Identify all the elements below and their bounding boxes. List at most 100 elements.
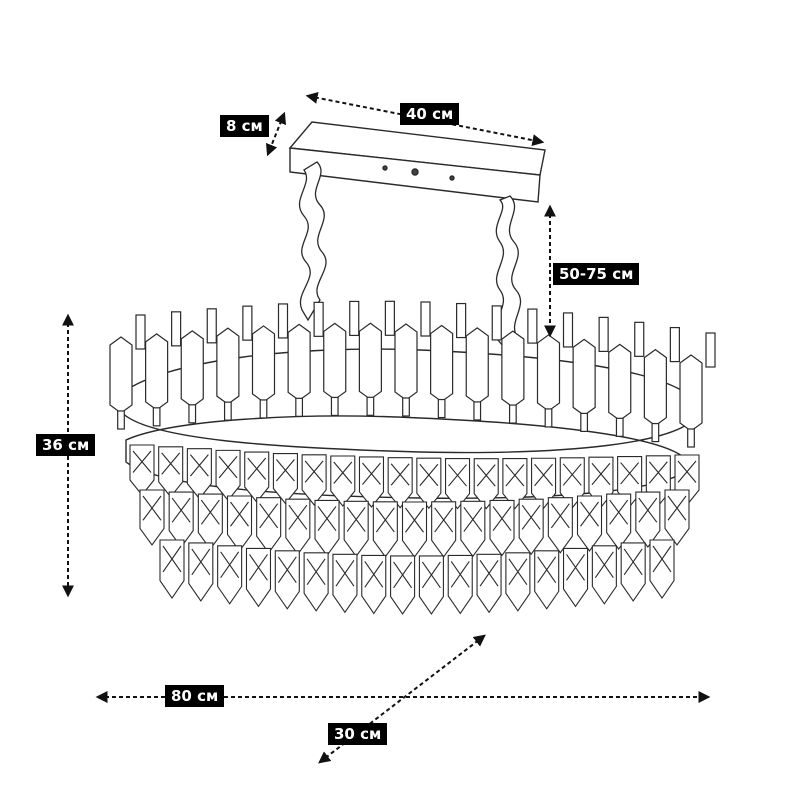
crystal-facet bbox=[652, 545, 672, 573]
crystal-facet bbox=[479, 560, 499, 587]
crystal-drop bbox=[186, 448, 212, 500]
crystal-prism bbox=[251, 303, 289, 419]
upper-crystal-tier bbox=[109, 300, 716, 448]
crystal-drop bbox=[620, 542, 646, 602]
crystal-drop bbox=[217, 545, 243, 605]
crystal-facet bbox=[335, 560, 355, 587]
crystal-facet bbox=[421, 561, 441, 589]
crystal-drop bbox=[431, 501, 457, 558]
crystal-facet bbox=[317, 506, 337, 531]
crystal-drop bbox=[606, 493, 632, 551]
crystal-drop bbox=[244, 451, 270, 503]
crystal-facet bbox=[534, 463, 554, 487]
crystal-drop bbox=[226, 495, 253, 552]
crystal-drop bbox=[343, 500, 369, 558]
crystal-facet bbox=[448, 464, 467, 487]
crystal-prism bbox=[430, 302, 467, 419]
crystal-facet bbox=[505, 464, 525, 487]
crystal-drop bbox=[168, 491, 194, 549]
crystal-facet bbox=[667, 495, 687, 521]
crystal-facet bbox=[405, 507, 424, 533]
crystal-facet bbox=[550, 503, 570, 529]
canopy-plate bbox=[288, 121, 546, 203]
crystal-prism bbox=[536, 312, 574, 428]
crystal-prism bbox=[608, 321, 645, 437]
crystal-drop bbox=[330, 455, 356, 507]
crystal-drop bbox=[215, 449, 241, 502]
crystal-facet bbox=[333, 461, 353, 484]
crystal-facet bbox=[132, 450, 152, 473]
crystal-facet bbox=[463, 506, 483, 532]
crystal-facet bbox=[521, 504, 541, 530]
crystal-prism bbox=[109, 314, 146, 430]
crystal-prism bbox=[287, 301, 324, 417]
canopy-width-label: 40 см bbox=[400, 103, 460, 125]
crystal-drop bbox=[591, 545, 617, 605]
crystal-facet bbox=[566, 554, 585, 581]
crystal-drop bbox=[285, 498, 311, 556]
crystal-facet bbox=[562, 463, 582, 486]
suspension-length-label: 50-75 см bbox=[553, 263, 640, 285]
crystal-facet bbox=[346, 506, 366, 532]
crystal-drop bbox=[139, 489, 165, 546]
crystal-drop bbox=[332, 553, 358, 614]
crystal-facet bbox=[306, 558, 326, 585]
crystal-facet bbox=[259, 503, 279, 529]
canopy-depth-label: 8 см bbox=[220, 115, 269, 137]
crystal-drop bbox=[303, 552, 329, 612]
crystal-facet bbox=[189, 454, 209, 477]
crystal-drop bbox=[416, 457, 442, 510]
crystal-facet bbox=[450, 561, 470, 588]
crystal-facet bbox=[375, 507, 395, 533]
crystal-facet bbox=[191, 548, 211, 576]
crystal-drop bbox=[314, 499, 340, 557]
crystal-drop bbox=[358, 456, 385, 508]
crystal-drop bbox=[418, 555, 444, 615]
body-width-label: 30 см bbox=[328, 723, 388, 745]
crystal-facet bbox=[275, 459, 295, 482]
crystal-drop bbox=[361, 554, 387, 615]
crystal-drop bbox=[576, 495, 603, 552]
crystal-facet bbox=[492, 506, 512, 531]
body-length-label: 80 см bbox=[165, 685, 225, 707]
crystal-facet bbox=[277, 556, 297, 583]
crystal-facet bbox=[218, 456, 238, 479]
crystal-facet bbox=[304, 460, 324, 483]
crystal-drop bbox=[664, 489, 690, 546]
crystal-facet bbox=[161, 452, 181, 475]
crystal-facet bbox=[390, 463, 410, 486]
crystal-drop bbox=[562, 547, 589, 608]
crystal-drop bbox=[387, 457, 413, 509]
crystal-facet bbox=[200, 499, 220, 525]
crystal-drop bbox=[129, 444, 155, 496]
crystal-drop bbox=[274, 550, 300, 610]
crystal-facet bbox=[434, 507, 454, 533]
crystal-prism bbox=[180, 308, 217, 424]
crystal-drop bbox=[447, 554, 473, 615]
crystal-prism bbox=[679, 332, 716, 448]
crystal-facet bbox=[591, 462, 611, 486]
crystal-facet bbox=[508, 558, 528, 585]
crystal-facet bbox=[537, 556, 557, 583]
crystal-drop bbox=[534, 550, 560, 610]
crystal-facet bbox=[247, 457, 267, 480]
crystal-facet bbox=[638, 497, 658, 523]
crystal-facet bbox=[230, 501, 249, 527]
crystal-facet bbox=[171, 497, 191, 523]
crystal-prism bbox=[501, 308, 538, 424]
crystal-facet bbox=[594, 551, 614, 578]
crystal-drop bbox=[505, 552, 531, 612]
crystal-drop bbox=[547, 497, 573, 554]
crystal-drop bbox=[390, 555, 416, 615]
crystal-drop bbox=[188, 542, 214, 602]
crystal-facet bbox=[249, 554, 268, 581]
crystal-drop bbox=[372, 501, 398, 558]
crystal-prism bbox=[323, 300, 360, 417]
lower-crystal-tier bbox=[129, 444, 700, 615]
crystal-prism bbox=[572, 316, 609, 433]
crystal-facet bbox=[580, 501, 599, 527]
crystal-prism bbox=[216, 305, 253, 421]
crystal-drop bbox=[159, 539, 185, 599]
crystal-facet bbox=[419, 463, 439, 487]
